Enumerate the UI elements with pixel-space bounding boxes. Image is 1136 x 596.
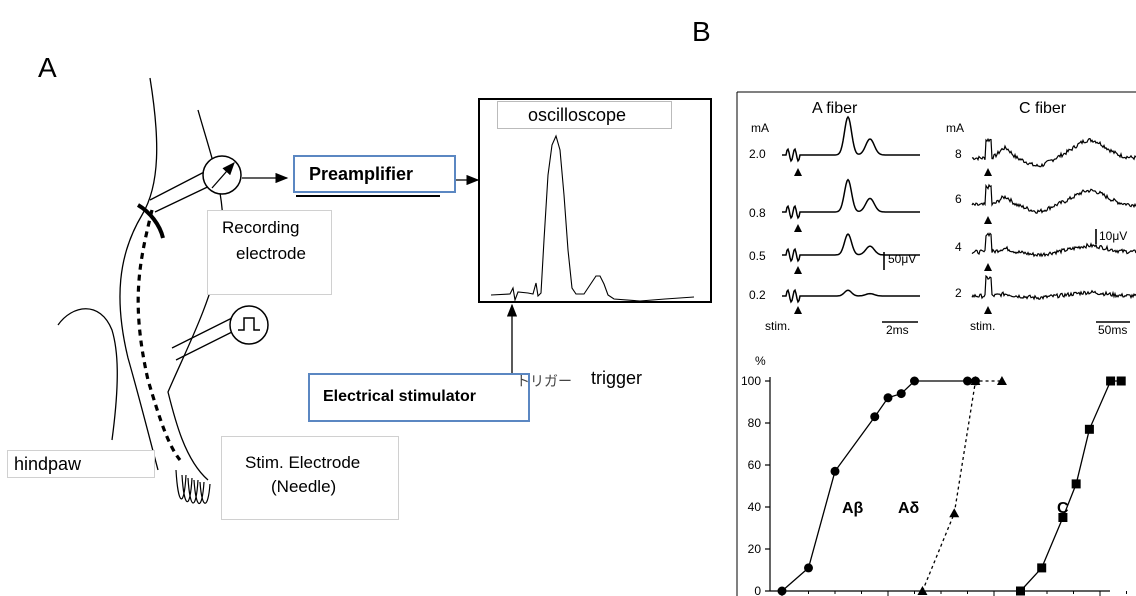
a-scale-time: 2ms [886,323,909,337]
data-point [1058,513,1068,522]
chart-y-label: % [755,354,766,368]
chart-y-tick-label: 20 [748,542,762,556]
data-point [804,563,813,573]
chart-y-tick-label: 80 [748,416,762,430]
data-point [1016,586,1025,596]
data-point [910,376,919,386]
data-point [896,389,906,399]
trigger-jp-label: トリガー [516,373,572,389]
c-fiber-trace-0 [971,137,1136,168]
recording-contact [136,203,165,239]
chart-y-tick-label: 100 [741,374,761,388]
c-level-label: 8 [955,147,962,161]
a-level-label: 0.8 [749,206,766,220]
stim-marker [984,216,992,224]
recording-meter-icon [149,155,242,213]
c-fiber-title: C fiber [1019,100,1067,117]
chart-y-tick-label: 40 [748,500,762,514]
data-point [917,586,928,595]
a-scale-voltage: 50μV [888,252,917,266]
oscilloscope-label-box: oscilloscope [497,101,672,129]
data-point [963,376,972,386]
data-point [777,586,787,596]
preamplifier-box: Preamplifier [293,155,456,193]
c-fiber-trace-1 [971,183,1136,214]
stim-marker [984,168,992,176]
b-panel-border [736,91,1136,596]
series-label: Aβ [842,500,864,517]
series-line-C [1020,380,1122,592]
series-label: Aδ [898,500,920,517]
a-unit-label: mA [751,121,769,135]
c-scale-time: 50ms [1098,323,1128,337]
stim-marker [794,224,802,232]
oscilloscope-label: oscilloscope [528,105,627,125]
a-stim-label: stim. [765,319,791,333]
a-fiber-trace-0 [782,115,920,163]
electrical-stimulator-label: Electrical stimulator [323,388,476,405]
panel-label-a: A [38,52,57,83]
a-level-label: 0.2 [749,288,766,302]
stim-electrode-line2: (Needle) [271,477,337,496]
c-fiber-trace-3 [971,274,1136,301]
data-point [883,393,893,403]
stim-electrode-box: Stim. Electrode (Needle) [221,436,399,520]
data-point [830,466,840,476]
scope-trace [490,134,695,303]
hindpaw-box: hindpaw [7,450,155,478]
stim-marker [794,266,802,274]
stim-marker [984,263,992,271]
c-unit-label: mA [946,121,964,135]
toe-loops [175,469,211,504]
c-level-label: 2 [955,286,962,300]
a-level-label: 2.0 [749,147,766,161]
a-level-label: 0.5 [749,249,766,263]
data-point [949,508,960,518]
stim-marker [794,168,802,176]
stimulator-pulse-icon [171,305,269,361]
panel-label-b: B [692,16,711,47]
data-point [1071,479,1081,489]
chart-y-tick-label: 0 [754,584,761,596]
series-label: C [1057,500,1069,517]
series-line-Aδ [921,380,1002,592]
stim-electrode-line1: Stim. Electrode [245,453,361,472]
data-point [1037,563,1047,573]
hindpaw-label: hindpaw [14,454,82,474]
data-point [996,376,1007,385]
c-fiber-traces [971,137,1136,301]
stim-marker [984,306,992,314]
data-point [1106,376,1116,386]
c-fiber-trace-2 [971,232,1136,258]
scale-bars [882,229,1130,323]
c-level-label: 6 [955,192,962,206]
a-fiber-title: A fiber [812,100,858,117]
a-fiber-trace-3 [782,288,920,304]
recording-electrode-box: Recording electrode [207,210,332,295]
preamplifier-label: Preamplifier [309,164,414,184]
recording-electrode-line2: electrode [236,244,306,263]
electrical-stimulator-box: Electrical stimulator [308,373,530,422]
data-point [970,376,981,385]
oscilloscope-frame [478,98,712,303]
series-line-Aβ [781,380,976,592]
data-point [870,412,880,422]
c-stim-label: stim. [970,319,996,333]
a-fiber-trace-2 [782,233,920,263]
data-point [1084,424,1094,434]
c-level-label: 4 [955,240,962,254]
c-scale-voltage: 10μV [1099,229,1128,243]
stim-markers [794,168,992,314]
data-point [1116,376,1126,386]
chart-y-tick-label: 60 [748,458,762,472]
a-fiber-traces [782,115,920,304]
a-fiber-trace-1 [782,178,920,220]
recording-electrode-line1: Recording [222,218,300,237]
nerve-dashed [136,209,182,461]
stim-marker [794,306,802,314]
trigger-label: trigger [591,368,643,388]
